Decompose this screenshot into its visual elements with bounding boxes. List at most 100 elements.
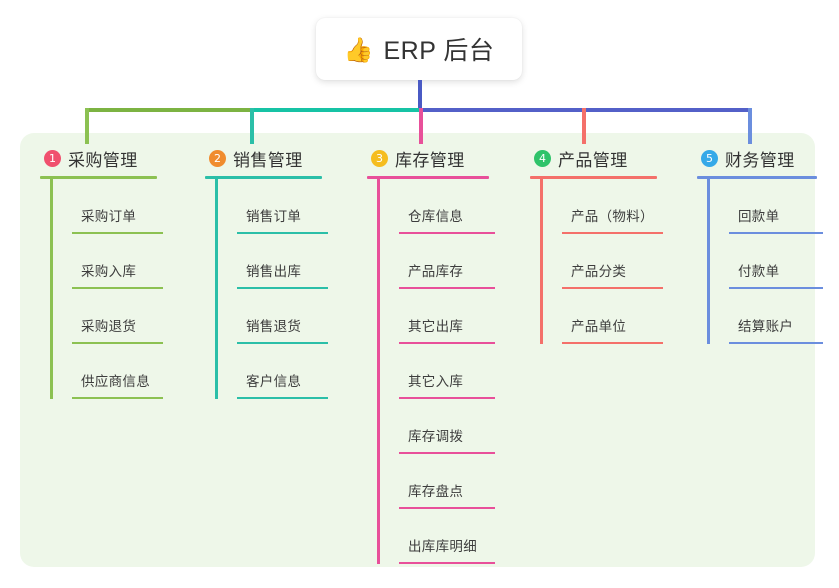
- branch-item-label: 库存盘点: [408, 484, 464, 499]
- branch-item-label: 客户信息: [246, 374, 302, 389]
- branch-item-label: 采购退货: [81, 319, 137, 334]
- branch-spine: [50, 179, 53, 399]
- branch-item-underline: [729, 342, 823, 344]
- branch-item[interactable]: 采购退货: [72, 289, 175, 344]
- branch-item-list: 产品（物料） 产品分类产品单位: [540, 179, 675, 344]
- branch-item-underline: [399, 397, 495, 399]
- connector-root-stem: [418, 80, 422, 112]
- branch-item-label: 产品分类: [571, 264, 627, 279]
- branch-title-label: 采购管理: [68, 150, 138, 170]
- branch-item[interactable]: 客户信息: [237, 344, 340, 399]
- branch-spine: [707, 179, 710, 344]
- branch-item[interactable]: 库存盘点: [399, 454, 507, 509]
- connector-drop-4: [582, 108, 586, 144]
- branch-item-underline: [237, 342, 328, 344]
- branch-column-采购管理: 1 采购管理采购订单采购入库采购退货供应商信息: [40, 145, 175, 399]
- branch-item[interactable]: 销售退货: [237, 289, 340, 344]
- branch-item[interactable]: 其它入库: [399, 344, 507, 399]
- branch-item-list: 销售订单销售出库销售退货客户信息: [215, 179, 340, 399]
- connector-drop-3: [419, 108, 423, 144]
- branch-spine: [540, 179, 543, 344]
- branch-item-underline: [562, 342, 663, 344]
- branch-header-5[interactable]: 5 财务管理: [697, 145, 835, 171]
- branch-item[interactable]: 供应商信息: [72, 344, 175, 399]
- root-node-title: ERP 后台: [383, 37, 495, 65]
- branch-number-badge: 2: [209, 149, 226, 167]
- branch-item-underline: [72, 342, 163, 344]
- branch-item-underline: [729, 287, 823, 289]
- branch-header-2[interactable]: 2 销售管理: [205, 145, 340, 171]
- branch-item-underline: [237, 397, 328, 399]
- branch-item-list: 仓库信息产品库存其它出库其它入库库存调拨库存盘点出库库明细: [377, 179, 507, 564]
- branch-item-list: 采购订单采购入库采购退货供应商信息: [50, 179, 175, 399]
- branch-item[interactable]: 产品单位: [562, 289, 675, 344]
- branch-item-label: 结算账户: [738, 319, 794, 334]
- branch-item-underline: [399, 562, 495, 564]
- branch-item-label: 供应商信息: [81, 374, 150, 389]
- branch-item-underline: [72, 287, 163, 289]
- branch-item[interactable]: 销售出库: [237, 234, 340, 289]
- branch-item[interactable]: 回款单: [729, 179, 835, 234]
- branch-spine: [377, 179, 380, 564]
- branch-column-财务管理: 5 财务管理回款单付款单结算账户: [697, 145, 835, 344]
- branch-item[interactable]: 产品（物料）: [562, 179, 675, 234]
- branch-item-label: 其它出库: [408, 319, 464, 334]
- branch-title-label: 销售管理: [233, 150, 303, 170]
- branch-item-underline: [729, 232, 823, 234]
- branch-item[interactable]: 仓库信息: [399, 179, 507, 234]
- branch-item[interactable]: 其它出库: [399, 289, 507, 344]
- branch-item-underline: [399, 342, 495, 344]
- connector-drop-1: [85, 108, 89, 144]
- branch-item[interactable]: 库存调拨: [399, 399, 507, 454]
- branch-header-3[interactable]: 3 库存管理: [367, 145, 507, 171]
- branch-underline: [40, 176, 157, 179]
- branch-underline: [205, 176, 322, 179]
- branch-number-badge: 5: [701, 149, 718, 167]
- connector-drop-2: [250, 108, 254, 144]
- branch-item-label: 其它入库: [408, 374, 464, 389]
- branch-item-label: 产品单位: [571, 319, 627, 334]
- diagram-panel-background: [20, 133, 815, 567]
- branch-item-underline: [399, 452, 495, 454]
- branch-underline: [367, 176, 489, 179]
- branch-item-underline: [399, 232, 495, 234]
- branch-title-label: 财务管理: [725, 150, 795, 170]
- branch-item-underline: [72, 397, 163, 399]
- branch-item-label: 产品（物料）: [571, 209, 654, 224]
- branch-item[interactable]: 采购订单: [72, 179, 175, 234]
- connector-drop-5: [748, 108, 752, 144]
- root-node-card[interactable]: 👍 ERP 后台: [316, 18, 522, 80]
- branch-item-label: 回款单: [738, 209, 780, 224]
- branch-item-label: 销售订单: [246, 209, 302, 224]
- branch-item[interactable]: 销售订单: [237, 179, 340, 234]
- branch-item[interactable]: 采购入库: [72, 234, 175, 289]
- branch-number-badge: 4: [534, 149, 551, 167]
- branch-item-label: 采购入库: [81, 264, 137, 279]
- branch-number-badge: 3: [371, 149, 388, 167]
- branch-item-label: 库存调拨: [408, 429, 464, 444]
- branch-underline: [530, 176, 657, 179]
- connector-bus-segment-1: [85, 108, 252, 112]
- branch-item[interactable]: 付款单: [729, 234, 835, 289]
- branch-underline: [697, 176, 817, 179]
- branch-item[interactable]: 产品分类: [562, 234, 675, 289]
- branch-number-badge: 1: [44, 149, 61, 167]
- branch-item-label: 出库库明细: [408, 539, 477, 554]
- branch-item-underline: [562, 232, 663, 234]
- branch-item-label: 产品库存: [408, 264, 464, 279]
- branch-item[interactable]: 出库库明细: [399, 509, 507, 564]
- branch-spine: [215, 179, 218, 399]
- thumbs-up-icon: 👍: [343, 36, 374, 64]
- branch-item-label: 付款单: [738, 264, 780, 279]
- branch-header-1[interactable]: 1 采购管理: [40, 145, 175, 171]
- branch-item[interactable]: 结算账户: [729, 289, 835, 344]
- branch-column-库存管理: 3 库存管理仓库信息产品库存其它出库其它入库库存调拨库存盘点出库库明细: [367, 145, 507, 564]
- connector-bus-segment-2: [250, 108, 421, 112]
- branch-item-underline: [237, 232, 328, 234]
- branch-item-underline: [72, 232, 163, 234]
- branch-column-销售管理: 2 销售管理销售订单销售出库销售退货客户信息: [205, 145, 340, 399]
- branch-title-label: 库存管理: [395, 150, 465, 170]
- branch-item[interactable]: 产品库存: [399, 234, 507, 289]
